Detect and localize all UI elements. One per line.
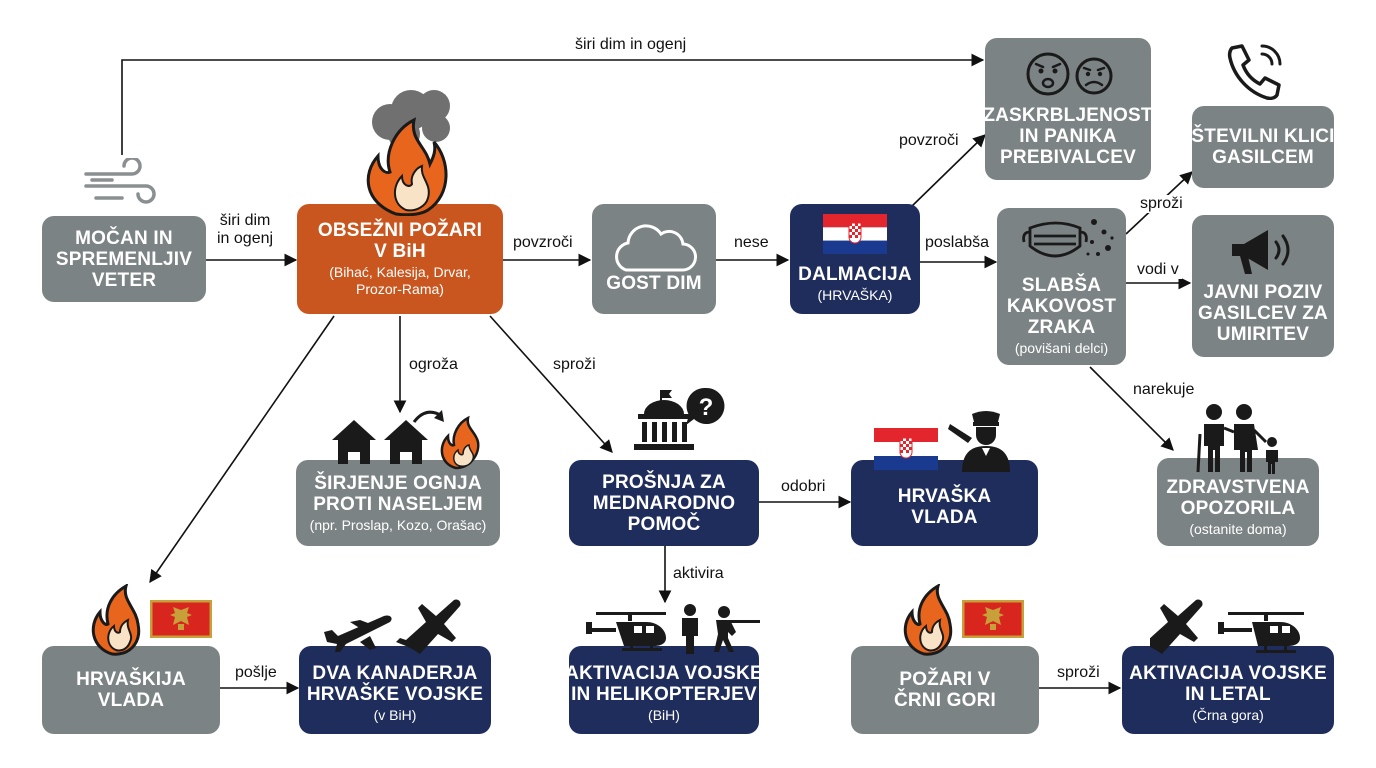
node-anxiety-title: ZASKRBLJENOST IN PANIKA PREBIVALCEV [983,105,1153,168]
node-army-planes-title: AKTIVACIJA VOJSKE IN LETAL [1129,663,1327,705]
node-canadair-title: DVA KANADERJA HRVAŠKE VOJSKE [306,663,484,705]
node-request: PROŠNJA ZA MEDNARODNO POMOČ [569,460,759,546]
edge-wind-top [121,53,985,155]
houses-fire-icon [332,410,480,470]
node-croatia-gov: HRVAŠKA VLADA [851,460,1038,546]
mask-particles-icon [1022,219,1114,258]
fire-icon [91,584,141,656]
saluting-officer-icon [948,411,1010,472]
node-army-heli-title: AKTIVACIJA VOJSKE IN HELIKOPTERJEV [565,663,763,705]
node-calls: ŠTEVILNI KLICI GASILCEM [1191,106,1335,188]
node-dalmatia-title: DALMACIJA [798,264,912,285]
node-calls-title: ŠTEVILNI KLICI GASILCEM [1191,126,1335,168]
node-smoke: GOST DIM [592,204,716,314]
airplane-helicopter-icon [1150,599,1304,654]
node-canadair: DVA KANADERJA HRVAŠKE VOJSKE (v BiH) [299,646,491,734]
wind-icon [84,158,156,204]
node-hrv-gov: HRVAŠKIJA VLADA [42,646,220,734]
edge-label-smoke-dalmatia: nese [731,234,772,252]
node-army-planes-sub: (Črna gora) [1192,707,1264,723]
helicopter-soldiers-icon [586,604,760,654]
edge-label-hrv-canadair: pošlje [232,664,280,682]
phone-icon [1227,44,1282,100]
node-croatia-gov-title: HRVAŠKA VLADA [897,486,992,528]
edge-label-air-health: narekuje [1130,381,1198,399]
fire-icon [903,584,953,656]
cloud-icon [615,224,697,272]
node-spread-title: ŠIRJENJE OGNJA PROTI NASELJEM [313,472,483,515]
fire-smoke-icon [366,90,450,216]
node-appeal-title: JAVNI POZIV GASILCEV ZA UMIRITEV [1198,282,1328,345]
node-dalmatia-sub: (HRVAŠKA) [817,287,893,303]
edge-label-dalmatia-anxiety: povzroči [896,132,962,150]
worried-faces-icon [1026,52,1113,96]
node-request-title: PROŠNJA ZA MEDNARODNO POMOČ [592,471,736,535]
edge-label-air-appeal: vodi v [1134,261,1182,279]
megaphone-icon [1232,230,1290,274]
node-health-sub: (ostanite doma) [1189,521,1287,537]
node-air-sub: (povišani delci) [1014,340,1109,356]
edge-label-air-calls: sproži [1137,195,1186,213]
node-anxiety: ZASKRBLJENOST IN PANIKA PREBIVALCEV [983,38,1153,180]
node-wind: MOČAN IN SPREMENLJIV VETER [42,216,206,302]
airplanes-icon [324,599,461,654]
node-health: ZDRAVSTVENA OPOZORILA (ostanite doma) [1157,458,1319,546]
node-fires-bih: OBSEŽNI POŽARI V BiH (Bihać, Kalesija, D… [297,204,503,314]
node-fires-bih-sub: (Bihać, Kalesija, Drvar, Prozor-Rama) [329,264,471,297]
edge-label-fires-smoke: povzroči [510,234,576,252]
node-hrv-gov-title: HRVAŠKIJA VLADA [76,669,186,711]
montenegro-flag-icon [962,600,1024,638]
node-army-planes: AKTIVACIJA VOJSKE IN LETAL (Črna gora) [1122,646,1334,734]
node-fires-mne-title: POŽARI V ČRNI GORI [893,669,997,711]
croatia-flag-icon [823,214,887,254]
node-spread-sub: (npr. Proslap, Kozo, Orašac) [309,516,487,533]
edge-air-health [1089,366,1174,451]
government-question-icon: ? [634,387,725,450]
croatia-flag-icon [874,428,938,470]
node-wind-title: MOČAN IN SPREMENLJIV VETER [55,227,193,291]
family-icon [1196,404,1278,474]
edge-label-request-gov: odobri [778,478,829,496]
node-army-heli-sub: (BiH) [648,707,680,723]
edge-label-request-army: aktivira [670,565,727,583]
svg-text:?: ? [699,394,714,421]
node-smoke-title: GOST DIM [606,273,702,294]
node-fires-mne: POŽARI V ČRNI GORI [851,646,1039,734]
node-army-heli: AKTIVACIJA VOJSKE IN HELIKOPTERJEV (BiH) [565,646,763,734]
edge-dalmatia-anxiety [909,134,986,209]
edge-label-dalmatia-air: poslabša [922,234,993,252]
node-spread: ŠIRJENJE OGNJA PROTI NASELJEM (npr. Pros… [296,460,500,546]
edge-label-fires-request: sproži [550,356,599,374]
node-health-title: ZDRAVSTVENA OPOZORILA [1166,477,1310,519]
node-air-title: SLABŠA KAKOVOST ZRAKA [1006,275,1117,338]
edge-label-wind-top: širi dim in ogenj [572,36,690,54]
edge-fires-request [489,315,613,453]
edge-label-mne-army: sproži [1054,664,1103,682]
montenegro-flag-icon [150,600,212,638]
edge-fires-hrv [149,315,335,584]
edge-label-wind-fires: širi dim in ogenj [217,212,274,247]
node-canadair-sub: (v BiH) [373,707,417,723]
node-fires-bih-title: OBSEŽNI POŽARI V BiH [317,220,483,262]
edge-label-fires-spread: ogroža [406,356,461,374]
